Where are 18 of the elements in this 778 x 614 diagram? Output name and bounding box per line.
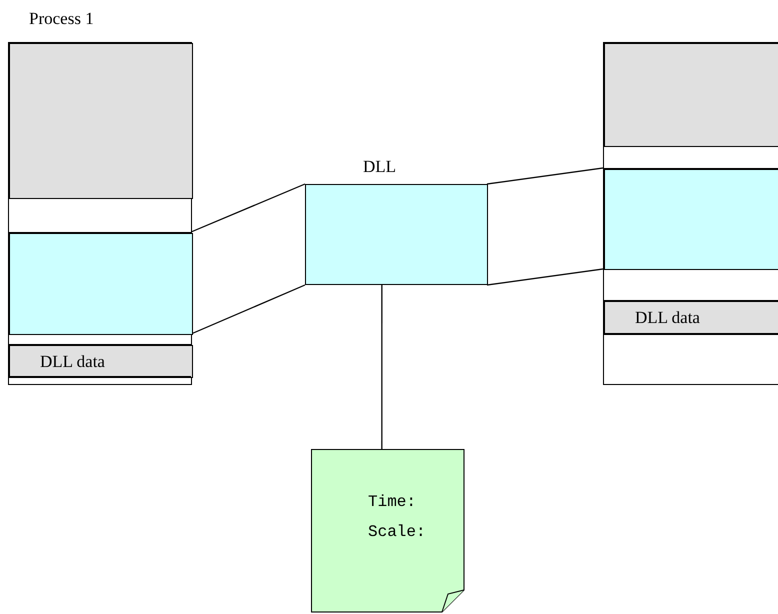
mapped-segment xyxy=(9,233,193,335)
data-segment xyxy=(604,301,778,335)
mapped-segment xyxy=(604,169,778,270)
heading: Process 1 xyxy=(29,9,94,29)
memory-segment xyxy=(9,43,193,199)
memory-column xyxy=(603,42,778,385)
note-text: Time: xyxy=(368,493,416,511)
data-segment xyxy=(9,345,193,378)
connector-line xyxy=(190,183,306,233)
connector-line xyxy=(486,167,604,185)
segment-label: DLL data xyxy=(635,308,700,328)
heading: DLL xyxy=(363,157,396,177)
connector-line xyxy=(381,285,382,449)
segment-label: DLL data xyxy=(40,352,105,372)
note-shape xyxy=(311,449,465,613)
connector-line xyxy=(486,268,604,286)
memory-segment xyxy=(604,43,778,147)
note-text: Scale: xyxy=(368,523,426,541)
